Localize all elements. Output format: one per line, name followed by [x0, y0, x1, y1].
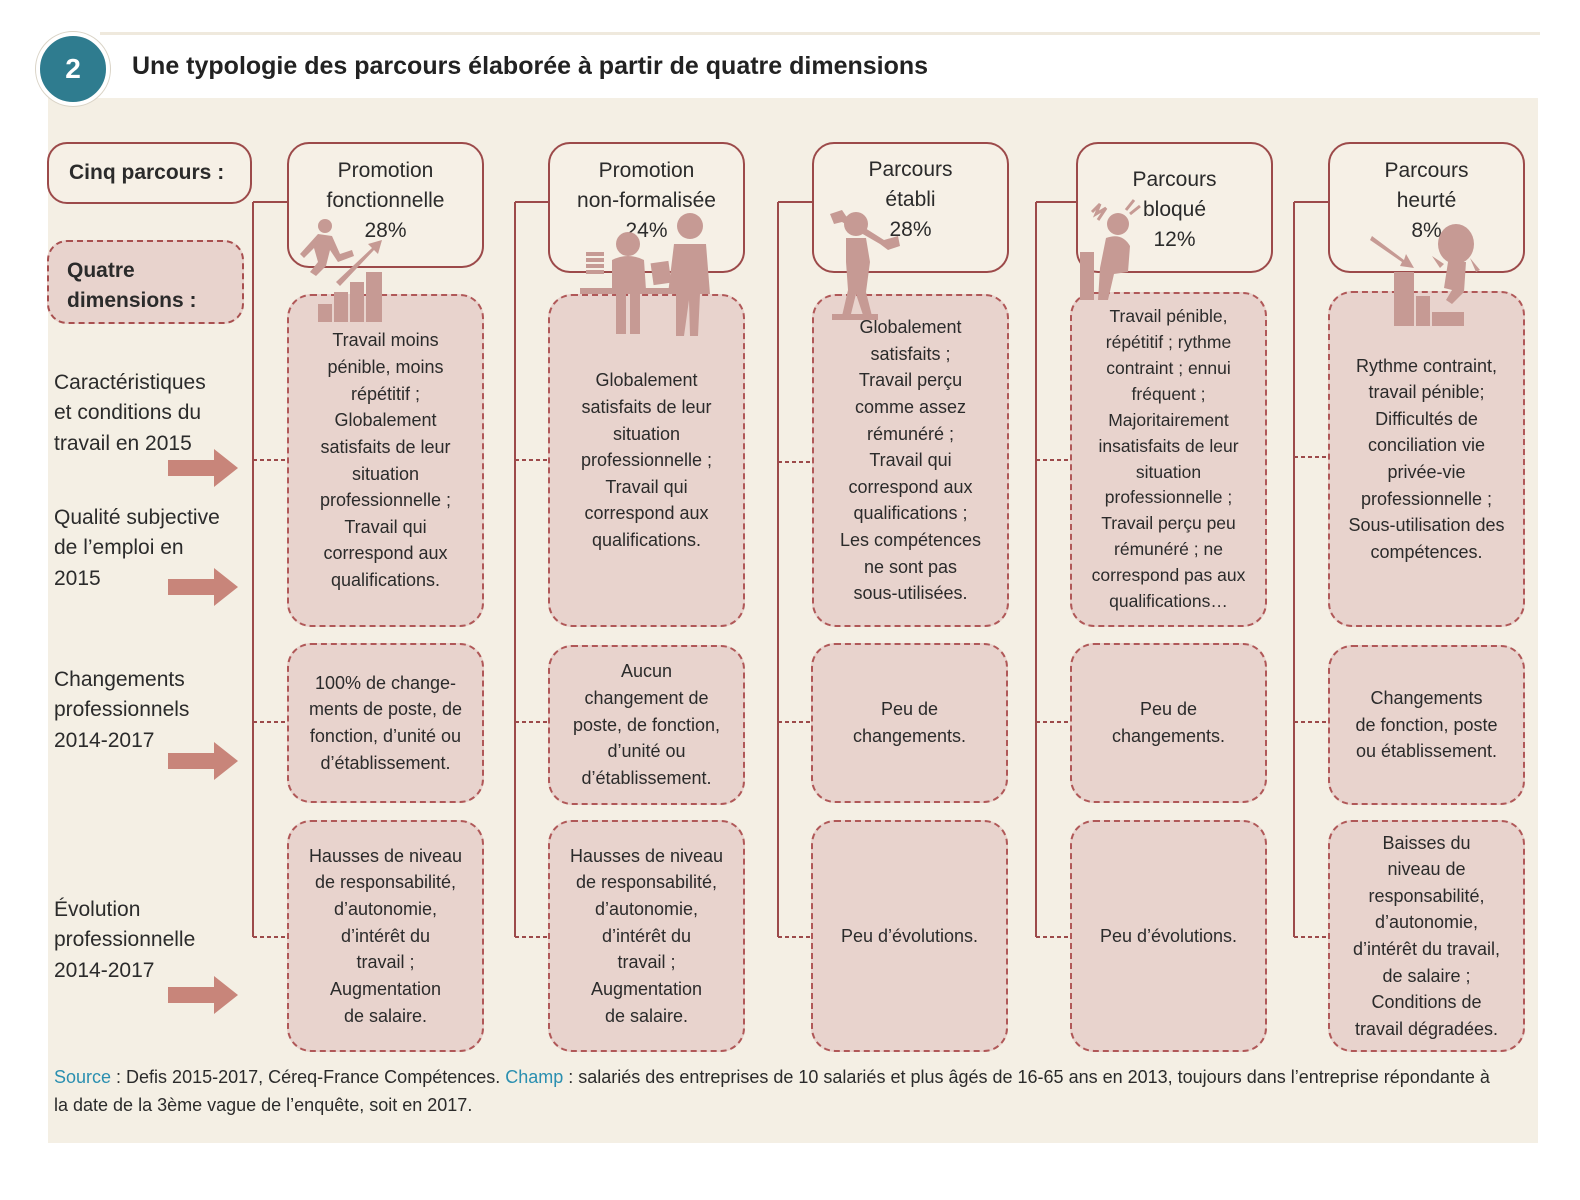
parcours-header-promotion-non-formalisee — [548, 142, 745, 273]
box-text: Peu de changements. — [1111, 699, 1226, 746]
parcours-header-parcours-heurte — [1328, 142, 1525, 273]
parcours-share: 28% — [889, 218, 932, 241]
box-text: Globalement satisfaits ; Travail perçu c… — [839, 317, 982, 604]
evolution-box: Hausses de niveau de responsabilité, d’a… — [287, 820, 484, 1052]
dimension-label-qualite: Qualité subjective de l’emploi en 2015 — [54, 506, 220, 590]
parcours-share: 24% — [625, 219, 668, 242]
dimension-label-evolution: Évolution professionnelle 2014-2017 — [54, 898, 196, 982]
quatre-dimensions-label: Quatre dimensions : — [47, 240, 244, 324]
box-text: Peu de changements. — [852, 699, 967, 746]
evolution-box: Baisses du niveau de responsabilité, d’a… — [1328, 820, 1525, 1052]
champ-label: Champ — [505, 1067, 564, 1087]
cinq-parcours-label: Cinq parcours : — [47, 142, 252, 204]
changes-box: Aucun changement de poste, de fonction, … — [548, 645, 745, 805]
evolution-box: Hausses de niveau de responsabilité, d’a… — [548, 820, 745, 1052]
conditions-quality-box: Globalement satisfaits de leur situation… — [548, 294, 745, 627]
box-text: Travail pénible, répétitif ; rythme cont… — [1091, 306, 1246, 611]
changes-box: Changements de fonction, poste ou établi… — [1328, 645, 1525, 805]
parcours-share: 12% — [1153, 228, 1196, 251]
diagram-panel — [48, 98, 1538, 1143]
figure-title: Une typologie des parcours élaborée à pa… — [132, 52, 929, 80]
changes-box: Peu de changements. — [811, 643, 1008, 803]
box-text: Globalement satisfaits de leur situation… — [580, 370, 713, 551]
parcours-title: Parcours heurté — [1384, 159, 1469, 213]
box-text: Peu d’évolutions. — [840, 925, 979, 946]
box-text: Baisses du niveau de responsabilité, d’a… — [1352, 832, 1501, 1039]
box-text: Peu d’évolutions. — [1099, 925, 1238, 946]
box-text: Rythme contraint, travail pénible; Diffi… — [1348, 355, 1505, 562]
source-note: Source : Defis 2015-2017, Céreq-France C… — [54, 1064, 1494, 1120]
parcours-title: Promotion non-formalisée — [577, 159, 716, 213]
box-text: Aucun changement de poste, de fonction, … — [572, 661, 721, 788]
box-text: Hausses de niveau de responsabilité, d’a… — [569, 845, 724, 1026]
dimension-label-changements: Changements professionnels 2014-2017 — [54, 668, 190, 752]
box-text: Travail moins pénible, moins répétitif ;… — [319, 330, 452, 590]
changes-box: 100% de change- ments de poste, de fonct… — [287, 643, 484, 803]
conditions-quality-box: Travail pénible, répétitif ; rythme cont… — [1070, 292, 1267, 627]
parcours-title: Parcours établi — [868, 158, 953, 212]
box-text: 100% de change- ments de poste, de fonct… — [308, 672, 463, 773]
conditions-quality-box: Globalement satisfaits ; Travail perçu c… — [812, 294, 1009, 627]
evolution-box: Peu d’évolutions. — [1070, 820, 1267, 1052]
conditions-quality-box: Travail moins pénible, moins répétitif ;… — [287, 294, 484, 627]
source-label: Source — [54, 1067, 112, 1087]
champ-text: : salariés des entreprises de 10 salarié… — [54, 1067, 1490, 1115]
top-rule — [100, 32, 1540, 35]
box-text: Hausses de niveau de responsabilité, d’a… — [308, 845, 463, 1026]
parcours-title: Promotion fonctionnelle — [326, 159, 445, 213]
parcours-share: 28% — [364, 219, 407, 242]
dimension-label-conditions: Caractéristiques et conditions du travai… — [54, 371, 206, 455]
parcours-title: Parcours bloqué — [1132, 168, 1217, 222]
figure-number-badge: 2 — [36, 32, 110, 106]
conditions-quality-box: Rythme contraint, travail pénible; Diffi… — [1328, 291, 1525, 627]
box-text: Changements de fonction, poste ou établi… — [1355, 688, 1498, 762]
evolution-box: Peu d’évolutions. — [811, 820, 1008, 1052]
cinq-parcours-text: Cinq parcours : — [69, 161, 225, 184]
figure-number: 2 — [65, 53, 81, 84]
changes-box: Peu de changements. — [1070, 643, 1267, 803]
parcours-share: 8% — [1411, 219, 1442, 242]
source-text: : Defis 2015-2017, Céreq-France Compéten… — [111, 1067, 506, 1087]
